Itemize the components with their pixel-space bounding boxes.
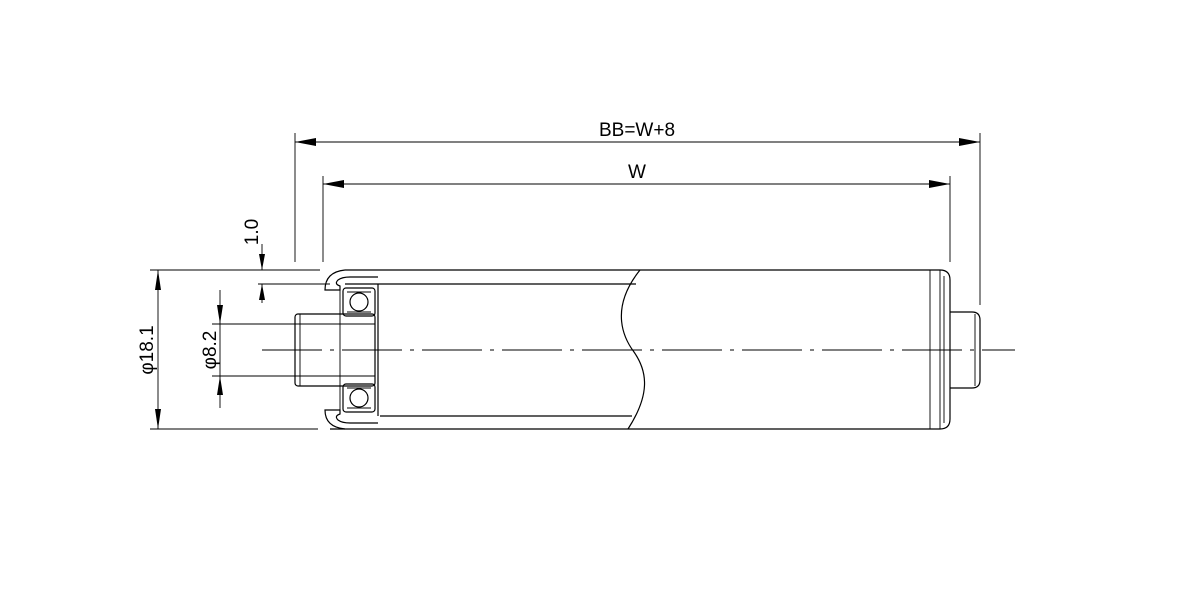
dimension-w: W <box>322 162 951 262</box>
left-shaft <box>294 313 376 387</box>
dimension-wall-label: 1.0 <box>242 219 263 245</box>
dimension-outer-label: φ18.1 <box>137 325 158 374</box>
dimension-outer: φ18.1 <box>137 269 318 430</box>
bearing-top <box>342 287 376 317</box>
left-end-cap <box>324 269 379 430</box>
dimension-bb: BB=W+8 <box>294 120 981 305</box>
right-shaft <box>950 311 981 389</box>
dimension-shaft: φ8.2 <box>200 290 296 408</box>
bearing-bottom <box>342 383 376 413</box>
dimension-wall: 1.0 <box>242 219 330 303</box>
dimension-shaft-label: φ8.2 <box>200 331 221 370</box>
roller-tube <box>330 269 951 430</box>
dimension-w-label: W <box>628 162 646 183</box>
dimension-bb-label: BB=W+8 <box>599 120 675 141</box>
